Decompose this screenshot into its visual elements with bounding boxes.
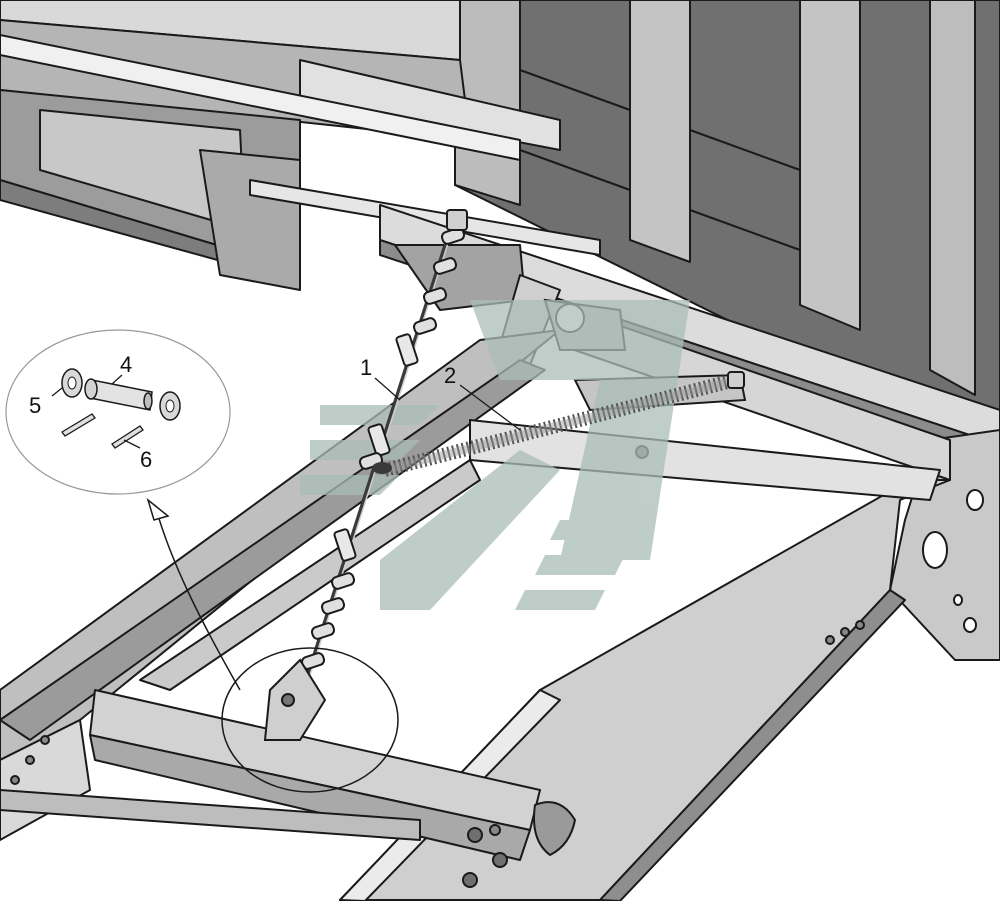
callout-4: 4 bbox=[120, 352, 132, 377]
callout-6: 6 bbox=[140, 447, 152, 472]
subframe-beams bbox=[0, 0, 601, 291]
watermark-logo bbox=[300, 300, 690, 610]
callout-2: 2 bbox=[444, 363, 456, 388]
detail-view-oval bbox=[5, 329, 231, 495]
tipper-body bbox=[454, 0, 1000, 456]
tension-cable bbox=[263, 209, 468, 741]
detail-circle-marker bbox=[154, 504, 399, 793]
tension-spring bbox=[372, 371, 745, 477]
detail-arrow-head bbox=[146, 497, 170, 521]
leader-lines bbox=[51, 374, 521, 449]
callout-5: 5 bbox=[29, 393, 41, 418]
callout-1: 1 bbox=[360, 355, 372, 380]
chassis-frame bbox=[0, 304, 951, 901]
